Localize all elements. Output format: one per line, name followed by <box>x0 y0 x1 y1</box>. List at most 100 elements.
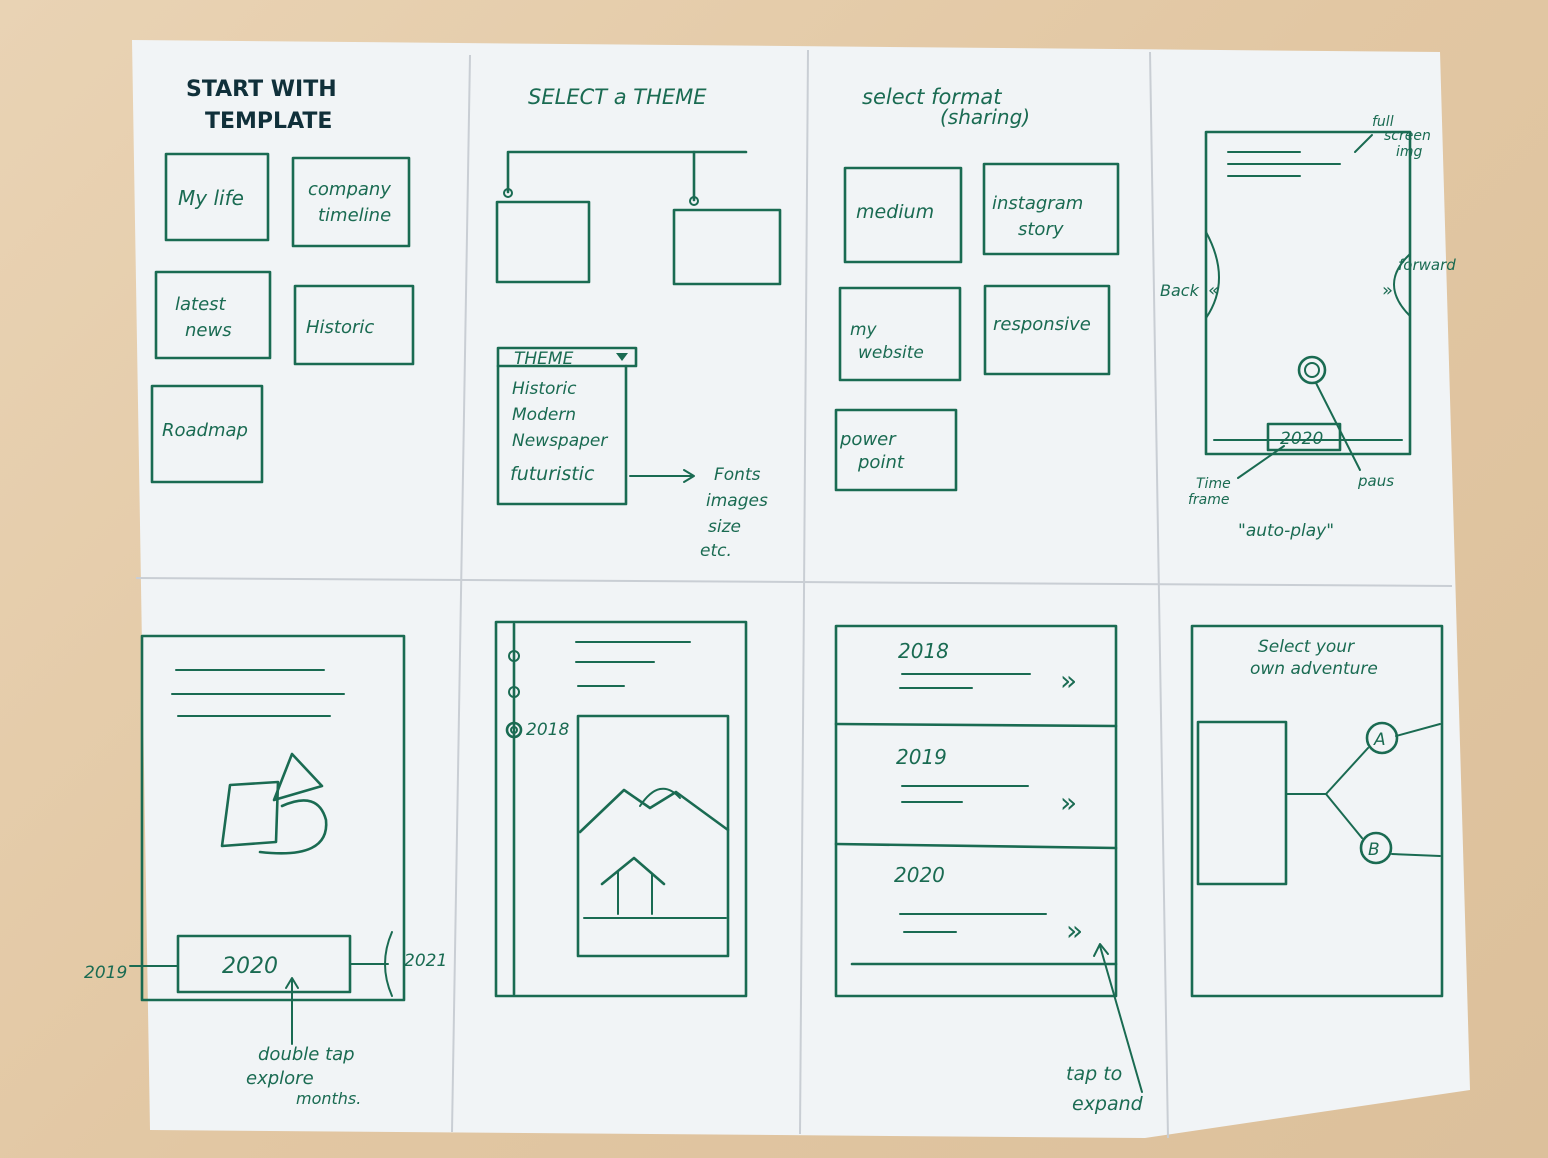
back-label: Back <box>1160 281 1200 300</box>
format-label: website <box>858 343 924 363</box>
timeline-dot <box>503 188 513 198</box>
panel-title: Select your <box>1258 637 1355 657</box>
annotation: etc. <box>700 541 732 561</box>
year-previous[interactable]: 2019 <box>84 963 127 983</box>
square-shape <box>220 780 280 848</box>
format-label: instagram <box>992 193 1083 214</box>
mountain-icon <box>578 788 730 834</box>
year-next[interactable]: 2021 <box>404 951 447 971</box>
panel-year-list: 2018 » 2019 » 2020 » tap to expand <box>834 624 1144 1115</box>
branch-line <box>1395 723 1441 737</box>
theme-preview-card <box>495 200 591 284</box>
theme-option[interactable]: Historic <box>512 379 577 399</box>
theme-option[interactable]: Modern <box>512 405 576 425</box>
template-label: My life <box>178 186 244 210</box>
timeline-dot-inner <box>510 726 518 734</box>
theme-dropdown-label: THEME <box>514 349 574 369</box>
content-card <box>1196 720 1288 886</box>
circle-shape <box>258 799 328 855</box>
year-badge[interactable] <box>1266 422 1342 452</box>
template-card-company-timeline[interactable] <box>291 156 411 248</box>
phone-frame <box>1190 624 1444 998</box>
panel-start-with-template: START WITH TEMPLATE My life company time… <box>150 77 415 484</box>
panel-title: own adventure <box>1250 659 1378 679</box>
panel-year-scroller: 2020 2019 2021 double tap explore months… <box>84 634 447 1108</box>
timeline-bar <box>506 150 748 194</box>
panel-vertical-timeline: 2018 <box>494 620 748 998</box>
option-b-button[interactable] <box>1359 831 1393 865</box>
year-heading: 2019 <box>896 745 947 769</box>
annotation: img <box>1396 144 1423 160</box>
panel-title: (sharing) <box>940 105 1030 129</box>
timeline-dot[interactable] <box>508 650 520 662</box>
template-label: timeline <box>318 205 391 226</box>
option-a-label: A <box>1373 730 1386 750</box>
theme-dropdown[interactable] <box>496 346 638 368</box>
fold-line <box>135 577 1453 587</box>
annotation: screen <box>1384 128 1431 144</box>
format-card-medium[interactable] <box>843 166 963 264</box>
chevron-right-icon[interactable]: » <box>1066 914 1083 947</box>
theme-option[interactable]: Newspaper <box>512 431 608 451</box>
annotation: paus <box>1357 472 1394 490</box>
year-label: 2020 <box>1280 429 1323 449</box>
panel-choose-adventure: Select your own adventure A B <box>1190 624 1444 998</box>
list-item[interactable]: 2018 » <box>898 639 1077 697</box>
forward-icon[interactable]: » <box>1382 280 1393 301</box>
template-label: Roadmap <box>162 420 248 441</box>
phone-frame <box>834 624 1118 998</box>
sun-icon <box>639 787 681 807</box>
format-label: point <box>857 452 905 473</box>
list-divider <box>834 722 1118 728</box>
option-a-button[interactable] <box>1365 721 1399 755</box>
panel-title: START WITH <box>186 77 337 102</box>
phone-frame <box>494 620 748 998</box>
back-icon[interactable]: « <box>1208 280 1219 301</box>
template-card-roadmap[interactable] <box>150 384 264 484</box>
branch-line <box>1391 853 1441 857</box>
format-card-responsive[interactable] <box>983 284 1111 376</box>
theme-option[interactable]: futuristic <box>510 463 595 485</box>
annotation-pointer <box>1237 445 1285 479</box>
format-card-my-website[interactable] <box>838 286 962 382</box>
branch-line <box>1325 747 1369 795</box>
timeline-dot <box>689 196 699 206</box>
forward-tap-zone[interactable] <box>1393 253 1411 317</box>
annotation-pointer <box>1354 134 1373 153</box>
arrow-head <box>1093 943 1109 957</box>
year-current: 2020 <box>222 954 278 979</box>
timeline-dot[interactable] <box>508 686 520 698</box>
template-card-latest-news[interactable] <box>154 270 272 360</box>
panel-select-format: select format (sharing) medium instagram… <box>834 85 1120 492</box>
house-icon <box>600 856 666 886</box>
year-heading: 2020 <box>894 863 945 887</box>
template-label: latest <box>175 294 227 315</box>
annotation: Fonts <box>714 465 761 485</box>
template-label: company <box>308 179 391 200</box>
timeline-dot-active[interactable] <box>505 721 523 739</box>
back-tap-zone[interactable] <box>1205 231 1220 319</box>
pause-button[interactable] <box>1297 355 1327 385</box>
chevron-right-icon[interactable]: » <box>1060 786 1077 819</box>
template-card-my-life[interactable] <box>164 152 270 242</box>
annotation: "auto-play" <box>1238 521 1334 541</box>
format-card-power-point[interactable] <box>834 408 958 492</box>
list-divider <box>834 842 1118 850</box>
format-label: medium <box>856 201 934 223</box>
format-label: power <box>839 429 897 450</box>
next-year-tab[interactable] <box>384 931 393 997</box>
annotation: images <box>706 491 768 511</box>
format-card-instagram-story[interactable] <box>982 162 1120 256</box>
panel-title: SELECT a THEME <box>528 85 707 109</box>
panel-autoplay-story: full screen img Back « » forward paus 20… <box>1160 114 1456 541</box>
template-label: news <box>185 320 232 341</box>
fold-line <box>451 54 471 1133</box>
annotation: Time <box>1196 476 1231 492</box>
template-card-historic[interactable] <box>293 284 415 366</box>
list-item[interactable]: 2020 » <box>894 863 1083 947</box>
chevron-right-icon[interactable]: » <box>1060 664 1077 697</box>
theme-preview-card <box>672 208 782 286</box>
list-item[interactable]: 2019 » <box>896 745 1077 819</box>
phone-frame <box>140 634 406 1002</box>
